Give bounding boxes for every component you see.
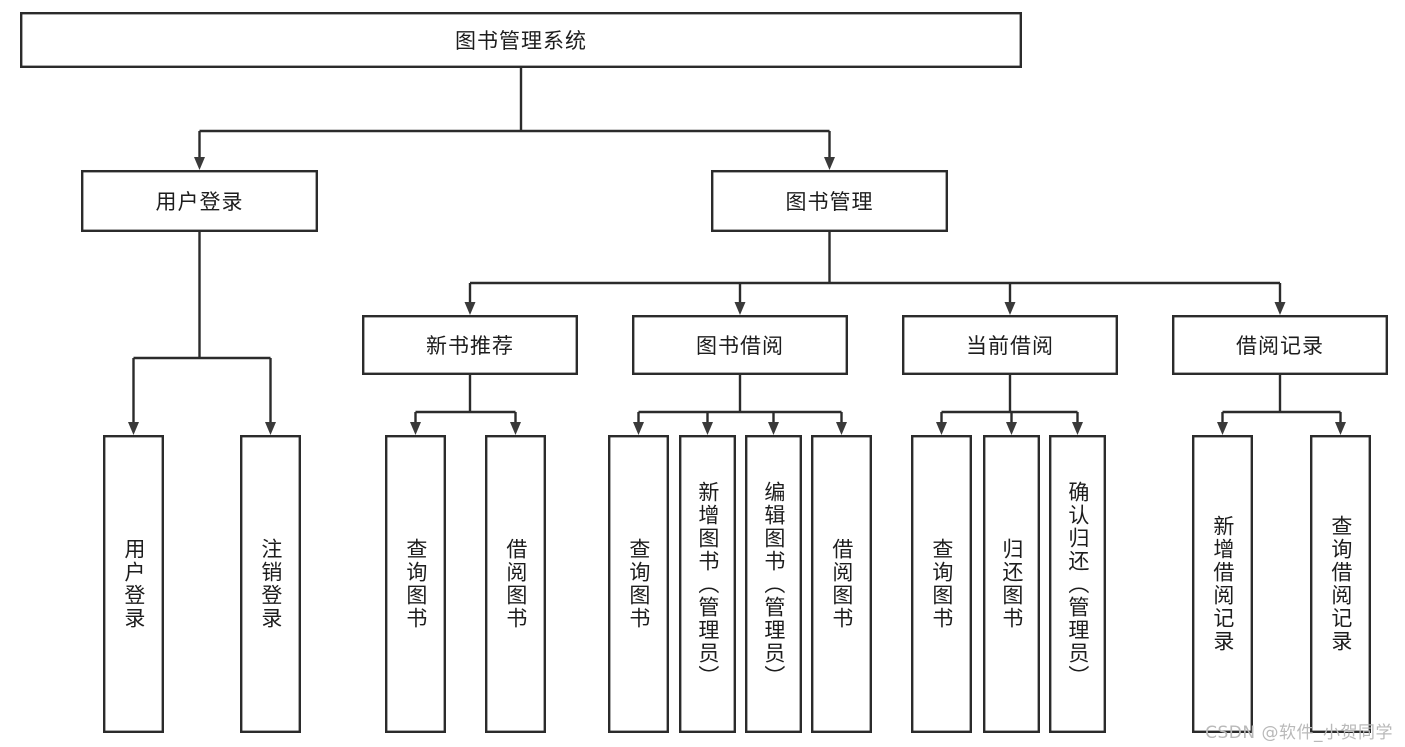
watermark-text: CSDN @软件_小贺同学	[1205, 723, 1393, 743]
nodes-layer	[20, 11, 1388, 734]
arrow-head-icon	[510, 422, 521, 435]
arrow-head-icon	[836, 422, 847, 435]
arrow-head-icon	[1072, 422, 1083, 435]
arrow-head-icon	[1335, 422, 1346, 435]
arrow-head-icon	[1006, 422, 1017, 435]
arrow-head-icon	[194, 157, 205, 170]
node-box-new-book-rec[interactable]	[362, 315, 579, 376]
arrow-head-icon	[128, 422, 139, 435]
node-box-leaf-add-record[interactable]	[1191, 435, 1253, 734]
node-box-leaf-confirm-return[interactable]	[1048, 435, 1106, 734]
arrow-head-icon	[1274, 302, 1286, 315]
arrow-head-icon	[768, 422, 779, 435]
node-box-leaf-borrow-book-2[interactable]	[811, 435, 873, 734]
node-box-leaf-borrow-book-1[interactable]	[485, 435, 547, 734]
node-box-current-borrow[interactable]	[902, 315, 1119, 376]
node-box-book-borrow[interactable]	[632, 315, 849, 376]
arrow-head-icon	[936, 422, 947, 435]
arrow-head-icon	[1004, 302, 1016, 315]
arrow-head-icon	[824, 157, 835, 170]
node-box-book-manage[interactable]	[711, 169, 949, 232]
node-box-leaf-query-book-2[interactable]	[608, 435, 670, 734]
node-box-leaf-query-record[interactable]	[1309, 435, 1371, 734]
node-box-user-login[interactable]	[80, 169, 319, 232]
node-box-root[interactable]	[20, 11, 1022, 68]
arrow-head-icon	[734, 302, 746, 315]
node-box-leaf-query-book-1[interactable]	[385, 435, 447, 734]
arrow-head-icon	[1217, 422, 1228, 435]
node-box-leaf-logout[interactable]	[239, 435, 301, 734]
arrow-head-icon	[633, 422, 644, 435]
arrow-head-icon	[464, 302, 476, 315]
arrow-head-icon	[265, 422, 276, 435]
node-box-leaf-add-book[interactable]	[679, 435, 737, 734]
arrow-head-icon	[410, 422, 421, 435]
node-box-leaf-edit-book[interactable]	[745, 435, 803, 734]
node-box-leaf-query-book-3[interactable]	[911, 435, 973, 734]
arrow-head-icon	[702, 422, 713, 435]
node-box-leaf-return-book[interactable]	[983, 435, 1041, 734]
node-box-leaf-user-login[interactable]	[102, 435, 164, 734]
edges-layer	[128, 68, 1346, 435]
node-box-borrow-record[interactable]	[1171, 315, 1388, 376]
